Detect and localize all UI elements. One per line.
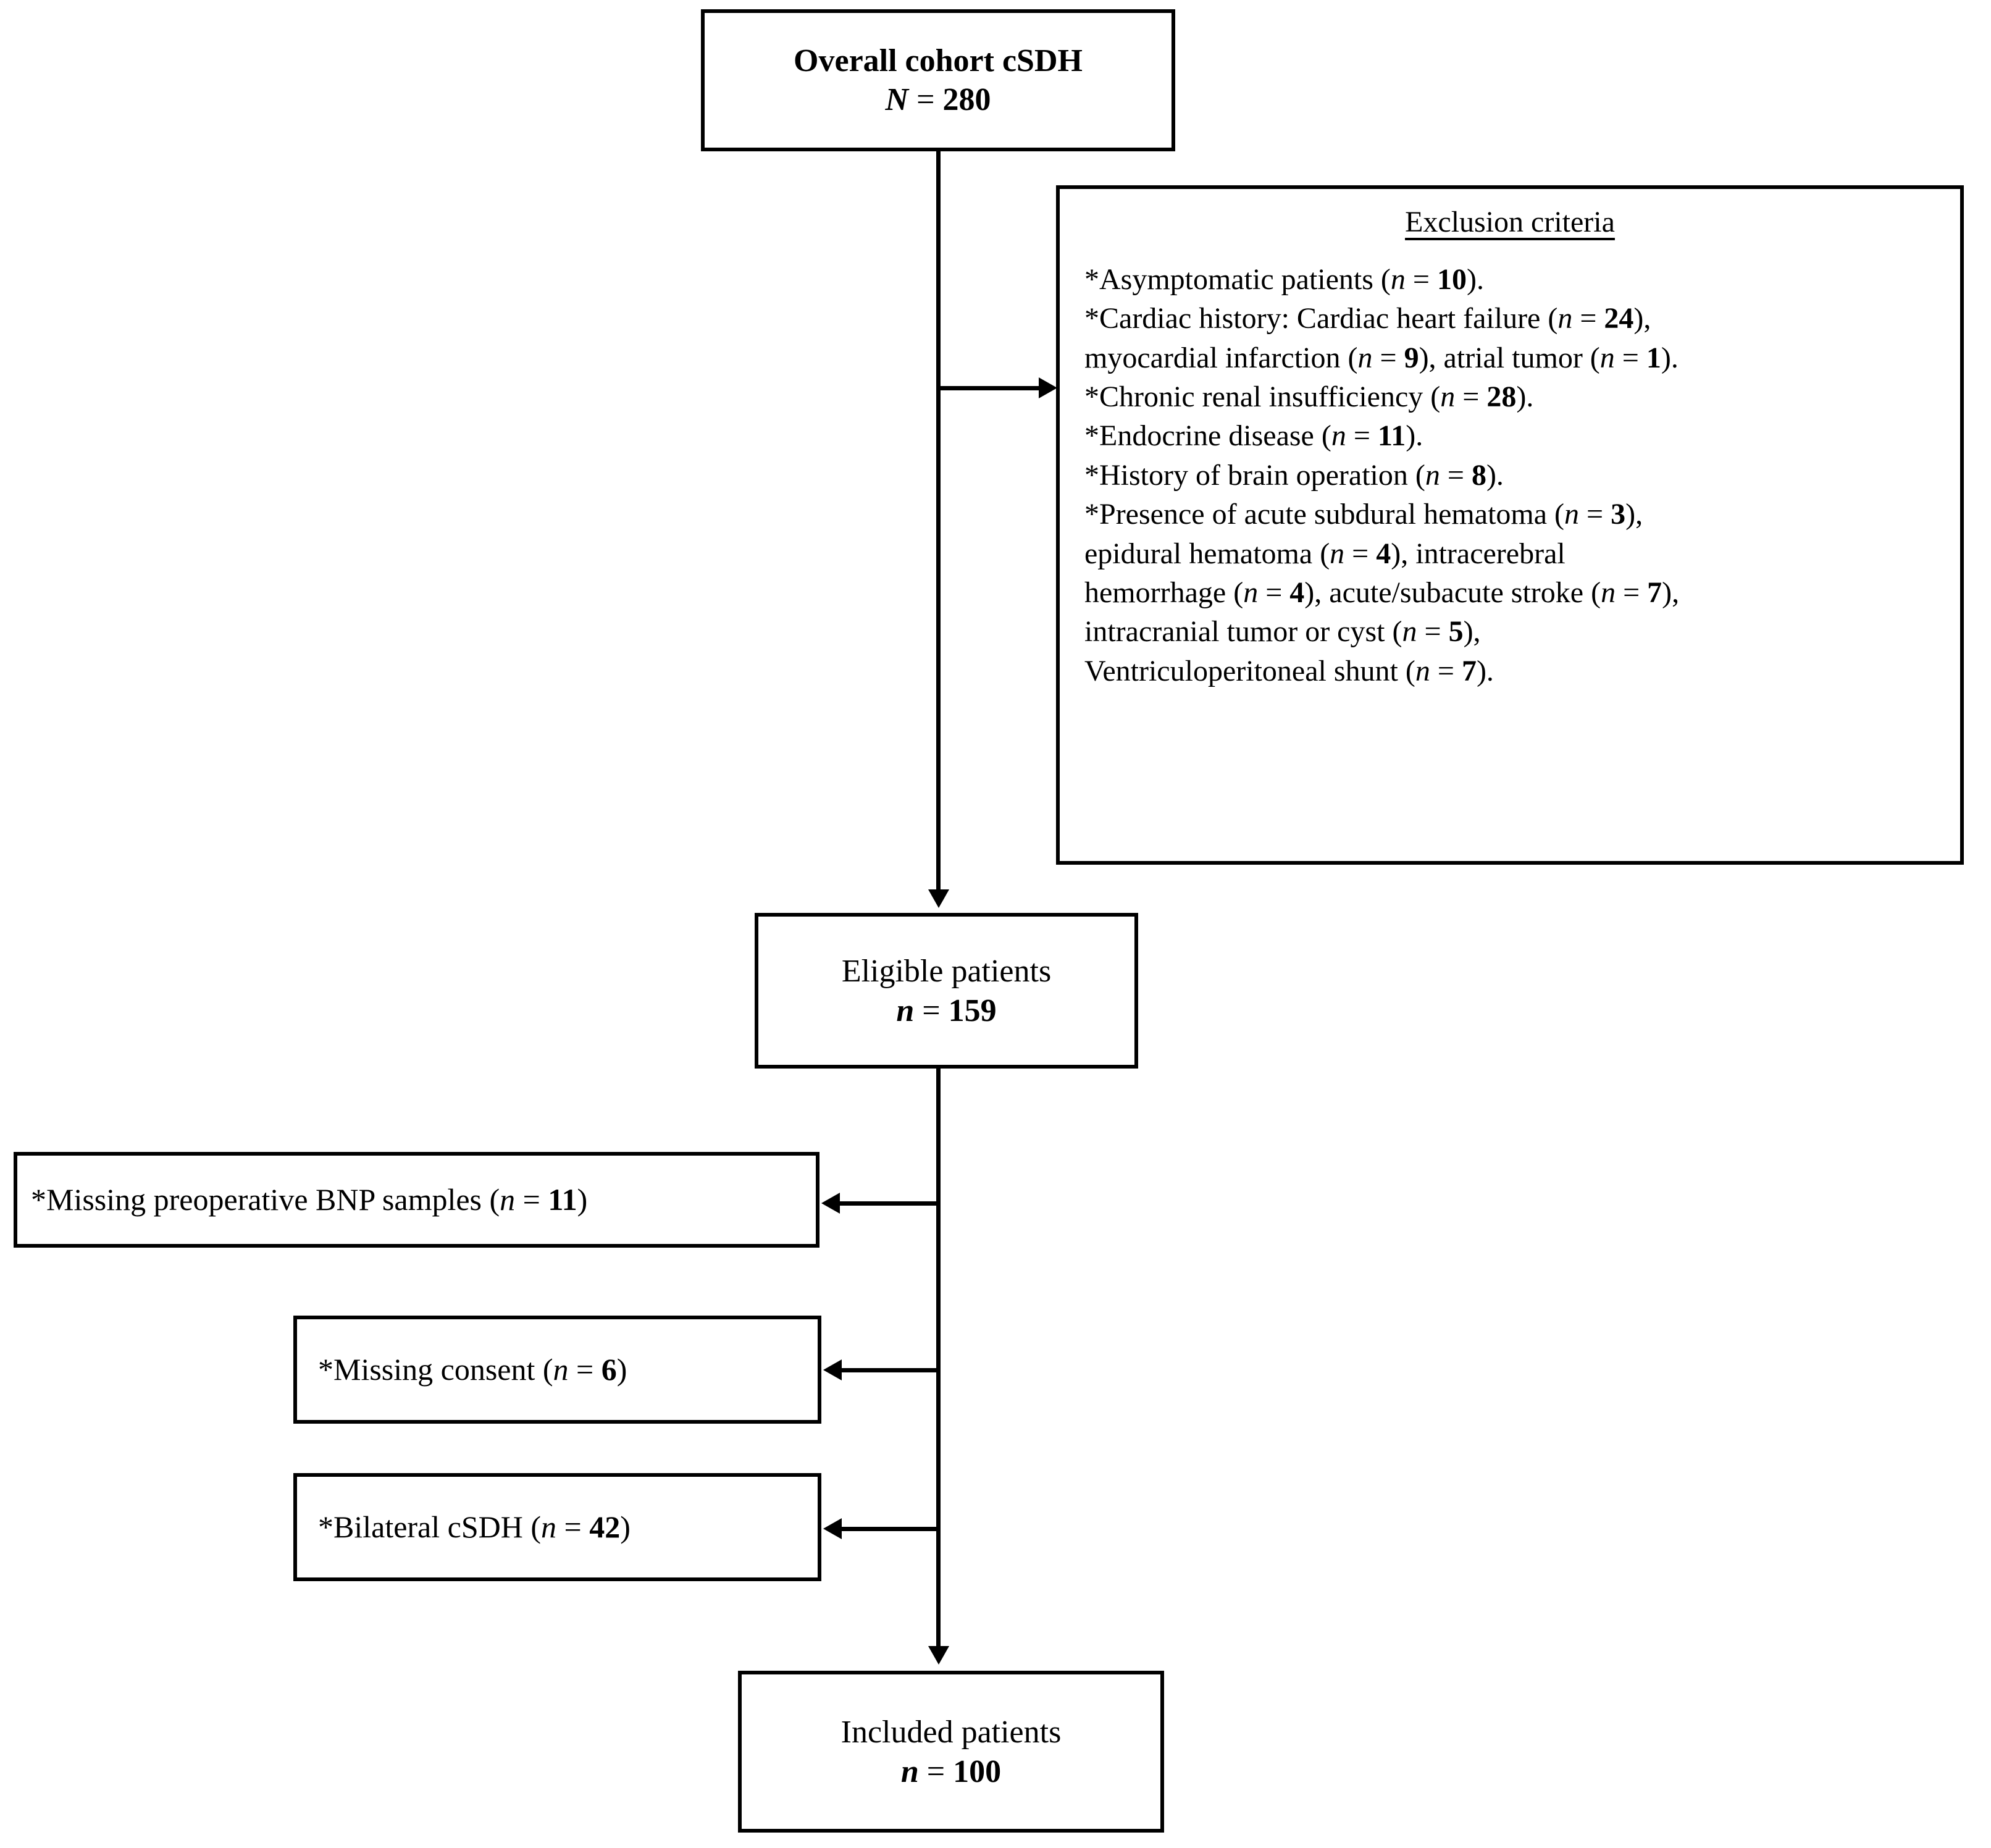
connector-to-consent-box [842, 1368, 937, 1372]
node-eligible-patients: Eligible patients n = 159 [755, 913, 1138, 1069]
node-missing-bnp-samples: *Missing preoperative BNP samples (n = 1… [14, 1152, 819, 1248]
eligible-count-variable: n [896, 993, 915, 1028]
bilateral-csdh-label: *Bilateral cSDH (n = 42) [318, 1510, 631, 1545]
arrowhead-left-consent [823, 1359, 842, 1380]
exclusion-item: *History of brain operation (n = 8). [1084, 458, 1504, 492]
connector-to-exclusion-box [936, 386, 1040, 390]
eligible-patients-count: n = 159 [896, 991, 996, 1030]
included-patients-count: n = 100 [901, 1752, 1001, 1791]
arrowhead-down-included [928, 1646, 949, 1665]
arrowhead-down-eligible [928, 889, 949, 908]
exclusion-item: *Chronic renal insufficiency (n = 28). [1084, 380, 1534, 414]
arrowhead-left-bilateral [823, 1518, 842, 1539]
eligible-count-equals: = [914, 993, 949, 1028]
arrowhead-left-bnp [821, 1193, 840, 1214]
exclusion-item: *Cardiac history: Cardiac heart failure … [1084, 302, 1679, 374]
overall-cohort-count-value: 280 [942, 82, 991, 117]
overall-cohort-count-variable: N [885, 82, 909, 117]
exclusion-item: *Asymptomatic patients (n = 10). [1084, 263, 1484, 296]
overall-cohort-count: N = 280 [886, 80, 991, 119]
eligible-count-value: 159 [948, 993, 997, 1028]
node-missing-consent: *Missing consent (n = 6) [293, 1316, 821, 1424]
node-overall-cohort: Overall cohort cSDH N = 280 [701, 9, 1175, 151]
connector-eligible-to-included [936, 1069, 941, 1646]
overall-cohort-title: Overall cohort cSDH [794, 43, 1083, 78]
connector-overall-to-eligible [936, 151, 941, 889]
included-patients-title: Included patients [840, 1714, 1062, 1750]
node-included-patients: Included patients n = 100 [738, 1671, 1164, 1833]
arrowhead-right-exclusion [1039, 377, 1057, 398]
exclusion-criteria-list: *Asymptomatic patients (n = 10). *Cardia… [1060, 260, 1960, 691]
node-exclusion-criteria: Exclusion criteria *Asymptomatic patient… [1056, 185, 1964, 865]
missing-consent-label: *Missing consent (n = 6) [318, 1352, 627, 1387]
eligible-patients-title: Eligible patients [841, 953, 1052, 989]
overall-cohort-count-equals: = [908, 82, 943, 117]
node-bilateral-csdh: *Bilateral cSDH (n = 42) [293, 1473, 821, 1581]
missing-bnp-label: *Missing preoperative BNP samples (n = 1… [31, 1182, 588, 1217]
exclusion-item: *Presence of acute subdural hematoma (n … [1084, 498, 1680, 687]
exclusion-criteria-heading: Exclusion criteria [1405, 206, 1615, 238]
connector-to-bnp-box [840, 1201, 937, 1206]
connector-to-bilateral-box [842, 1527, 937, 1531]
exclusion-item: *Endocrine disease (n = 11). [1084, 419, 1423, 453]
included-count-value: 100 [953, 1754, 1002, 1789]
included-count-variable: n [900, 1754, 919, 1789]
included-count-equals: = [918, 1754, 954, 1789]
